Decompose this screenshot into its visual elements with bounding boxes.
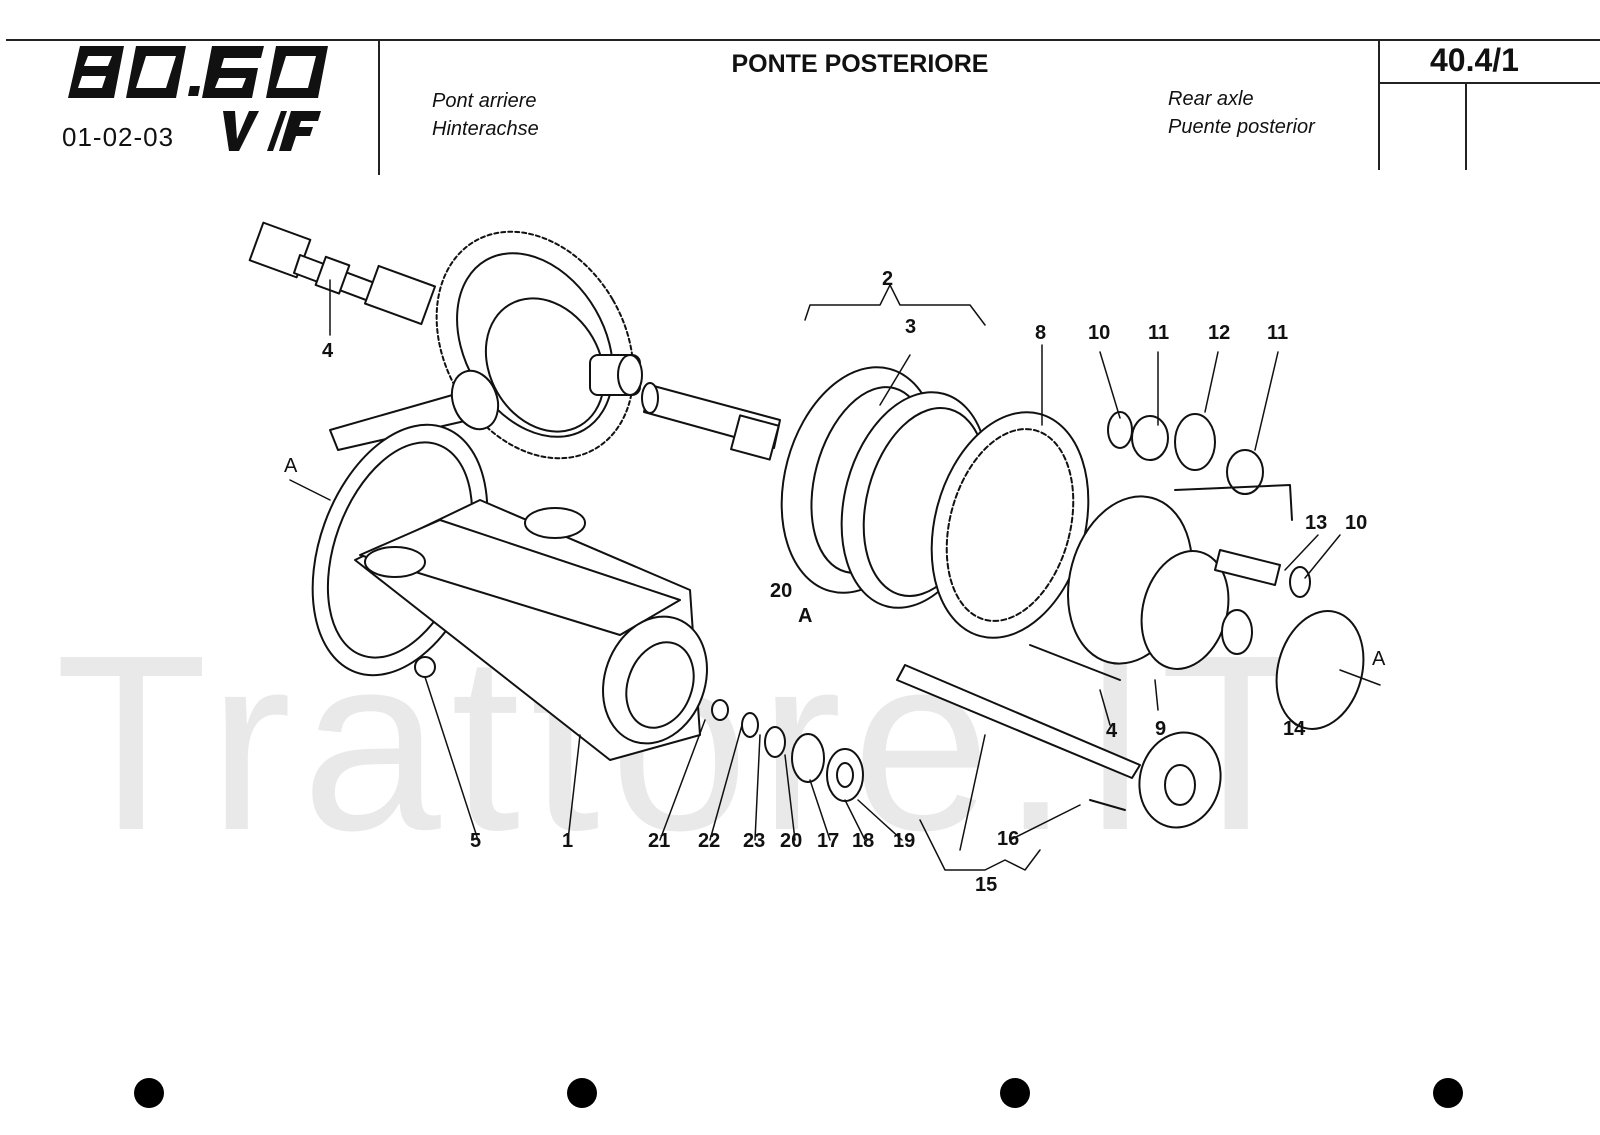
callout-label: 23: [743, 830, 766, 852]
callout-label: A: [798, 605, 813, 627]
bearing-seal-parts: [711, 699, 864, 802]
callout-label: 4: [322, 340, 334, 362]
planet-pin-part: [1289, 566, 1311, 598]
callout-label: 1: [562, 830, 574, 852]
callout-label: 9: [1155, 718, 1167, 740]
stud-part: [1029, 644, 1121, 681]
subtitle-german: Hinterachse: [432, 118, 539, 140]
axle-shaft-part: [896, 664, 1222, 829]
callout-label: 3: [905, 316, 917, 338]
callout-label: 21: [648, 830, 671, 852]
planet-carrier-part: [1067, 495, 1281, 670]
half-shaft-part: [641, 382, 781, 461]
punch-hole: [134, 1078, 164, 1108]
callout-label: 20: [780, 830, 803, 852]
callout-label: 16: [997, 828, 1020, 850]
page-number: 40.4/1: [1430, 42, 1519, 78]
callout-label: 11: [1267, 322, 1289, 344]
ring-gear-part: [930, 411, 1090, 639]
model-variant-logo: [223, 111, 321, 151]
callout-label: 17: [817, 830, 840, 852]
pinion-shaft-part: [248, 221, 437, 326]
subtitle-english: Rear axle: [1168, 88, 1254, 110]
callout-label: 8: [1035, 322, 1047, 344]
callout-label: 13: [1305, 512, 1328, 534]
header-divider: [378, 40, 380, 175]
punch-hole: [1433, 1078, 1463, 1108]
model-code: 01-02-03: [62, 122, 175, 152]
header-divider: [1465, 84, 1467, 170]
punch-hole: [567, 1078, 597, 1108]
header-page-rule: [1378, 82, 1600, 84]
callout-label: 15: [975, 874, 998, 896]
header-top-rule: [6, 39, 1600, 41]
subtitle-french: Pont arriere: [432, 90, 537, 112]
callout-label: 19: [893, 830, 916, 852]
callout-label: 10: [1345, 512, 1368, 534]
section-arrow-label: A: [1372, 648, 1386, 670]
callout-label: 22: [698, 830, 721, 852]
callout-label: 20: [770, 580, 793, 602]
circlip-part: [1275, 610, 1365, 730]
page-title: PONTE POSTERIORE: [731, 50, 989, 78]
punch-hole: [1000, 1078, 1030, 1108]
callout-label: 11: [1148, 322, 1170, 344]
callout-label: 4: [1106, 720, 1118, 742]
subtitle-spanish: Puente posterior: [1168, 116, 1315, 138]
callout-leader-lines: [289, 279, 1381, 871]
header-divider: [1378, 40, 1380, 170]
callout-label: 14: [1283, 718, 1306, 740]
axle-housing-part: [311, 423, 708, 761]
crown-wheel-differential-part: [329, 230, 643, 460]
callout-label: 2: [882, 268, 894, 290]
section-arrow-label: A: [284, 455, 298, 477]
callout-label: 12: [1208, 322, 1231, 344]
page-header: 01-02-03 PONTE POSTERIORE Pont arriere H…: [0, 0, 1600, 180]
planet-gears-part: [1107, 411, 1293, 521]
callout-label: 18: [852, 830, 875, 852]
callout-label: 5: [470, 830, 482, 852]
callout-label: 10: [1088, 322, 1111, 344]
model-logo: [68, 46, 328, 98]
exploded-parts-drawing: [248, 221, 1381, 871]
